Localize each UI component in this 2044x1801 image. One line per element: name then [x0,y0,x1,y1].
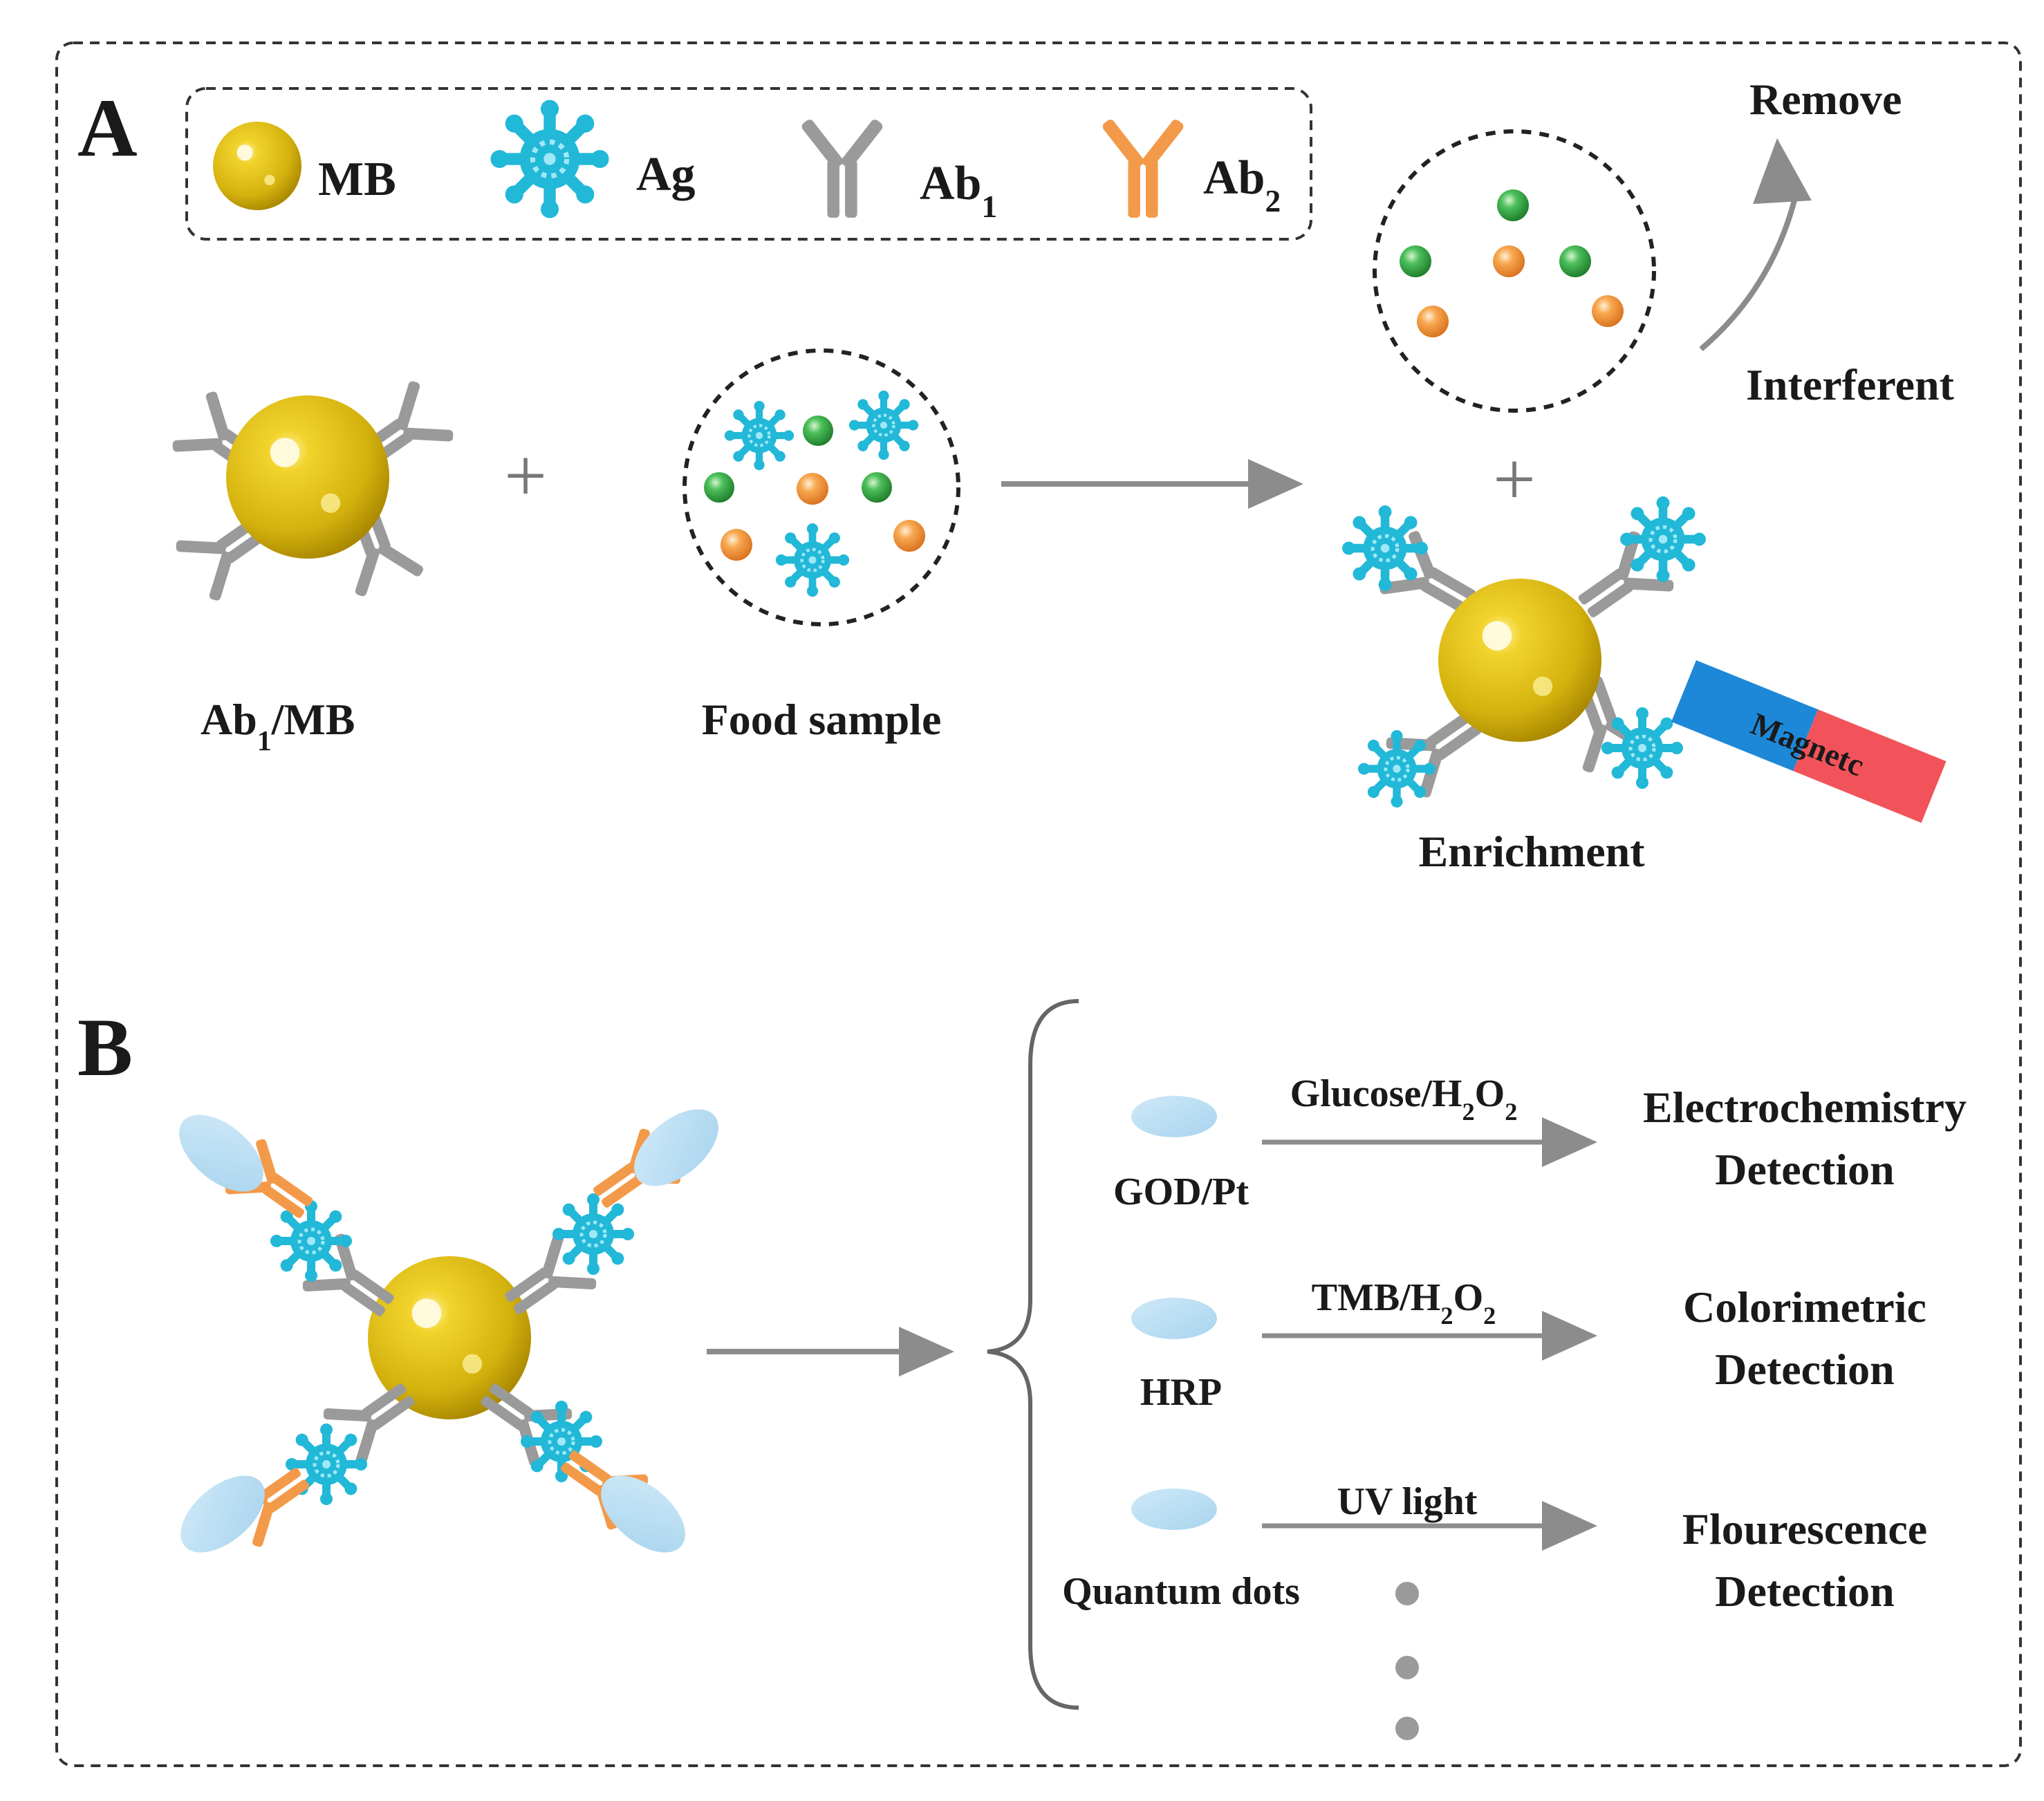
sandwich-label-probe [634,1109,718,1186]
probe-label-0: GOD/Pt [1113,1170,1249,1213]
plus-sign: + [504,433,547,518]
interferent-green [1400,245,1431,277]
interferent-green [1497,189,1529,221]
food-sample-label: Food sample [702,695,942,744]
probe-label-1: HRP [1140,1371,1222,1414]
sandwich-bead [368,1256,531,1419]
detection-line1-0: Electrochemistry [1643,1083,1967,1132]
interferent-orange [797,473,828,505]
label-probe-0 [1131,1096,1217,1137]
food-sample-circle [682,348,960,626]
interferent-circle [1373,129,1656,413]
interferent-label: Interferent [1746,360,1955,409]
antigen-icon [1620,496,1706,582]
legend-mb-label: MB [318,153,396,206]
magnet-icon: Magnetc [1671,660,1947,823]
interferent-orange [1417,306,1449,337]
legend-ag-label: Ag [636,148,696,201]
antigen-icon [849,391,918,460]
sandwich-label-probe [601,1475,685,1553]
plus-sign-2: + [1493,437,1536,521]
interferent-green [803,416,833,446]
sandwich-antigen [552,1193,634,1275]
enrichment-label: Enrichment [1418,827,1645,876]
antigen-icon [1358,730,1436,808]
reagent-label-1: TMB/H2O2 [1312,1276,1496,1329]
legend-mb-icon [213,122,301,210]
reagent-label-2: UV light [1337,1480,1478,1523]
antigen-icon [725,401,794,470]
interferent-green [862,472,892,503]
label-probe-1 [1131,1298,1217,1339]
interferent-green [1559,245,1591,277]
detection-line2-0: Detection [1715,1145,1894,1194]
detection-line1-2: Flourescence [1682,1504,1927,1553]
brace [987,999,1079,1710]
ab1-mb-label: Ab1/MB [201,695,355,756]
panel-a-letter: A [77,82,138,174]
sandwich-label-probe [180,1475,265,1553]
panel-b-letter: B [77,1001,133,1093]
reagent-label-0: Glucose/H2O2 [1290,1072,1518,1126]
method-arrow-2 [1262,1501,1597,1551]
outer-frame [55,41,2022,1767]
antigen-icon [776,523,849,597]
interferent-orange [1592,295,1624,327]
ellipsis-dot [1395,1582,1419,1605]
interferent-orange [1493,245,1525,277]
remove-label: Remove [1749,75,1902,124]
detection-line2-2: Detection [1715,1567,1894,1616]
interferent-orange [893,520,925,552]
legend-ab1-icon [799,118,885,218]
legend-ab1-label: Ab1 [920,157,997,224]
process-arrow-b [707,1327,954,1377]
enrichment-bead [1438,579,1601,742]
legend-box [185,87,1312,241]
detection-line2-1: Detection [1715,1345,1894,1394]
remove-arrowhead [1753,138,1812,204]
antigen-icon [1601,707,1683,789]
interferent-green [704,472,734,503]
label-probe-2 [1131,1489,1217,1530]
sandwich-antigen [270,1200,352,1282]
ellipsis-dot [1395,1717,1419,1740]
ellipsis-dot [1395,1656,1419,1679]
legend-antigen-icon [490,100,608,218]
antigen-icon [1342,505,1428,591]
method-arrow-1 [1262,1311,1597,1361]
sandwich-label-probe [179,1114,263,1192]
ab1-mb-bead [226,395,389,559]
method-arrow-0 [1262,1117,1597,1167]
probe-label-2: Quantum dots [1062,1570,1300,1613]
process-arrow-a [1001,459,1303,509]
detection-line1-1: Colorimetric [1683,1282,1926,1332]
legend-ab2-label: Ab2 [1203,151,1281,218]
legend-ab2-icon [1100,118,1186,218]
interferent-orange [721,529,752,561]
remove-arrow [1699,199,1797,352]
